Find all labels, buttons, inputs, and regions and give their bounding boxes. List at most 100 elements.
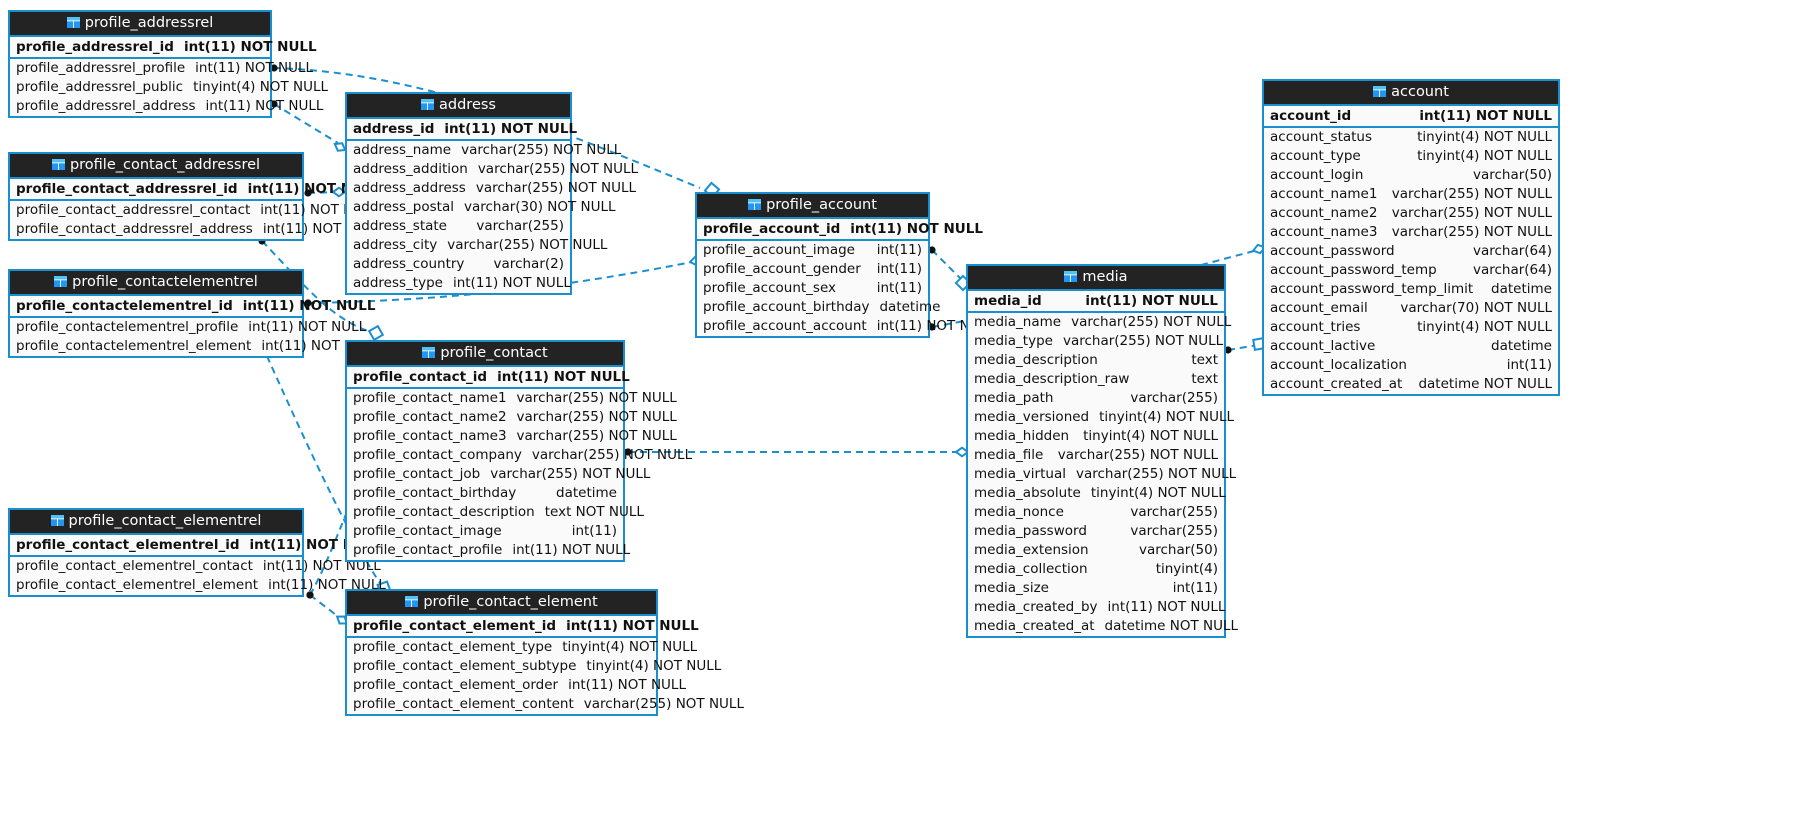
column-type: tinyint(4) [1155,561,1218,577]
table-header-profile_contactelementrel[interactable]: profile_contactelementrel [10,271,302,296]
table-header-profile_contact_addressrel[interactable]: profile_contact_addressrel [10,154,302,179]
table-header-account[interactable]: account [1264,81,1558,106]
table-header-profile_contact_elementrel[interactable]: profile_contact_elementrel [10,510,302,535]
column-name: address_name [353,142,452,158]
column-name: profile_account_birthday [703,299,870,315]
table-header-profile_contact_element[interactable]: profile_contact_element [347,591,656,616]
table-header-profile_addressrel[interactable]: profile_addressrel [10,12,270,37]
table-header-profile_contact[interactable]: profile_contact [347,342,623,367]
table-header-media[interactable]: media [968,266,1224,291]
column-type: varchar(255) NOT NULL [1057,447,1218,463]
table-header-profile_account[interactable]: profile_account [697,194,928,219]
table-header-address[interactable]: address [347,94,570,119]
